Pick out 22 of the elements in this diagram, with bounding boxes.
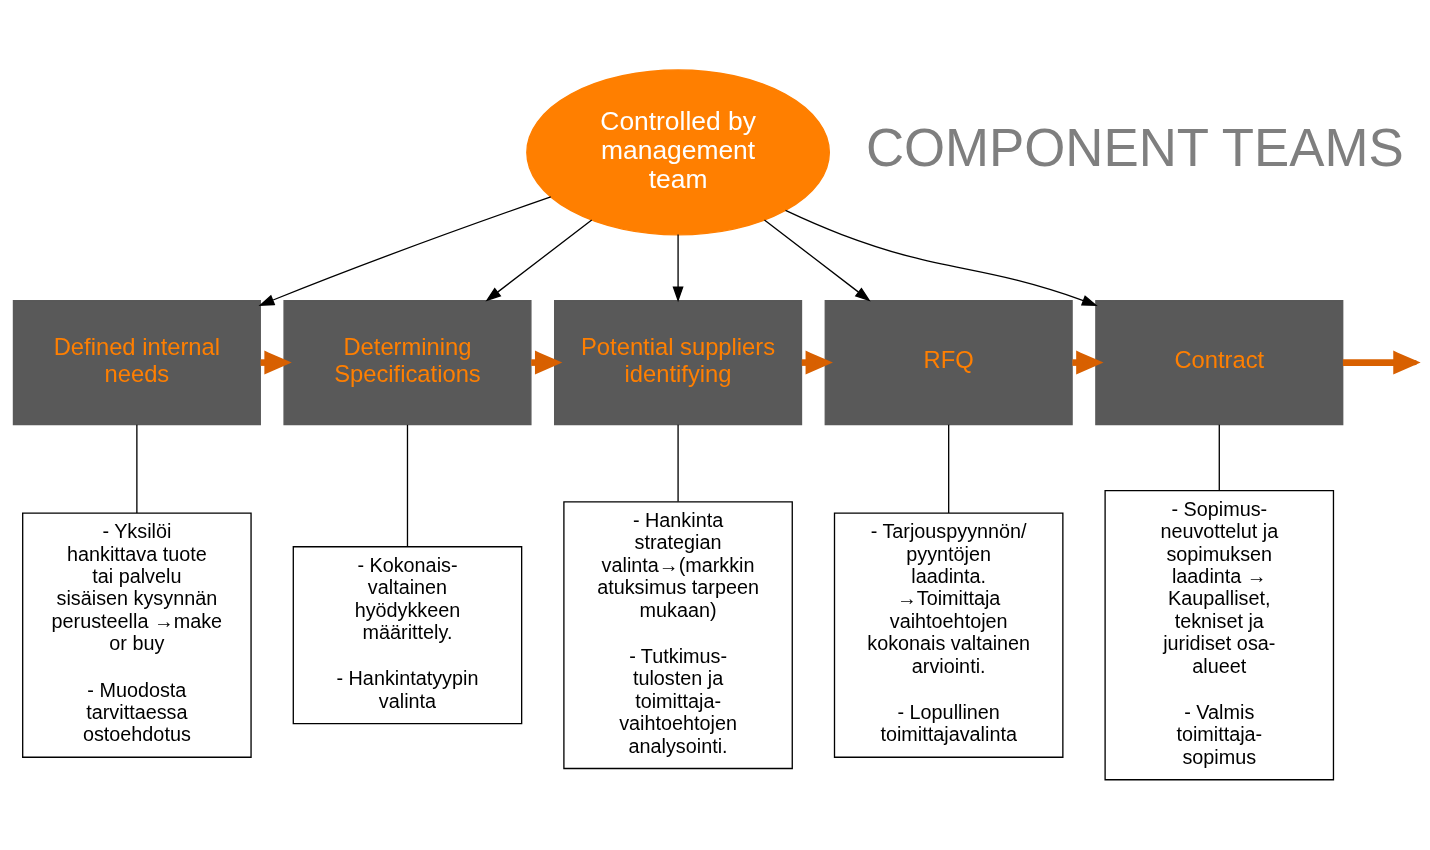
node-box: Defined internal needs: [12, 299, 261, 426]
arrow: [672, 233, 684, 303]
arrow: [258, 196, 552, 306]
node-box: - Yksilöi hankittava tuote tai palvelu sisäisen kysynnän perusteella →make or buy - Muodosta tarvittaessa ostoehdotus: [22, 512, 252, 758]
connector: [677, 424, 679, 503]
arrow: [763, 219, 871, 302]
node-box: - Kokonais- valtainen hyödykkeen määrittely. - Hankintatyypin valinta: [292, 546, 523, 725]
connector: [406, 424, 409, 548]
connector: [948, 424, 950, 514]
node-box: RFQ: [824, 299, 1073, 426]
node-ellipse: Controlled by management team: [526, 69, 830, 236]
node-box: - Hankinta strategian valinta→(markkin atuksimus tarpeen mukaan) - Tutkimus- tulosten ja toimittaja- vaihtoehtojen analysointi.: [563, 501, 793, 770]
label: COMPONENT TEAMS: [865, 117, 1404, 177]
arrow: [485, 219, 593, 302]
arrow: [784, 209, 1098, 306]
node-box: Potential suppliers identifying: [554, 299, 803, 426]
node-box: - Tarjouspyynnön/ pyyntöjen laadinta. →Toimittaja vaihtoehtojen kokonais valtainen arviointi. - Lopullinen toimittajavalinta: [833, 512, 1064, 758]
node-box: Contract: [1095, 299, 1344, 426]
connector: [1218, 424, 1220, 492]
node-box: Determining Specifications: [283, 299, 532, 426]
connector: [136, 424, 138, 514]
node-box: - Sopimus- neuvottelut ja sopimuksen laadinta → Kaupalliset, tekniset ja juridiset osa- alueet - Valmis toimittaja- sopimus: [1104, 489, 1335, 781]
